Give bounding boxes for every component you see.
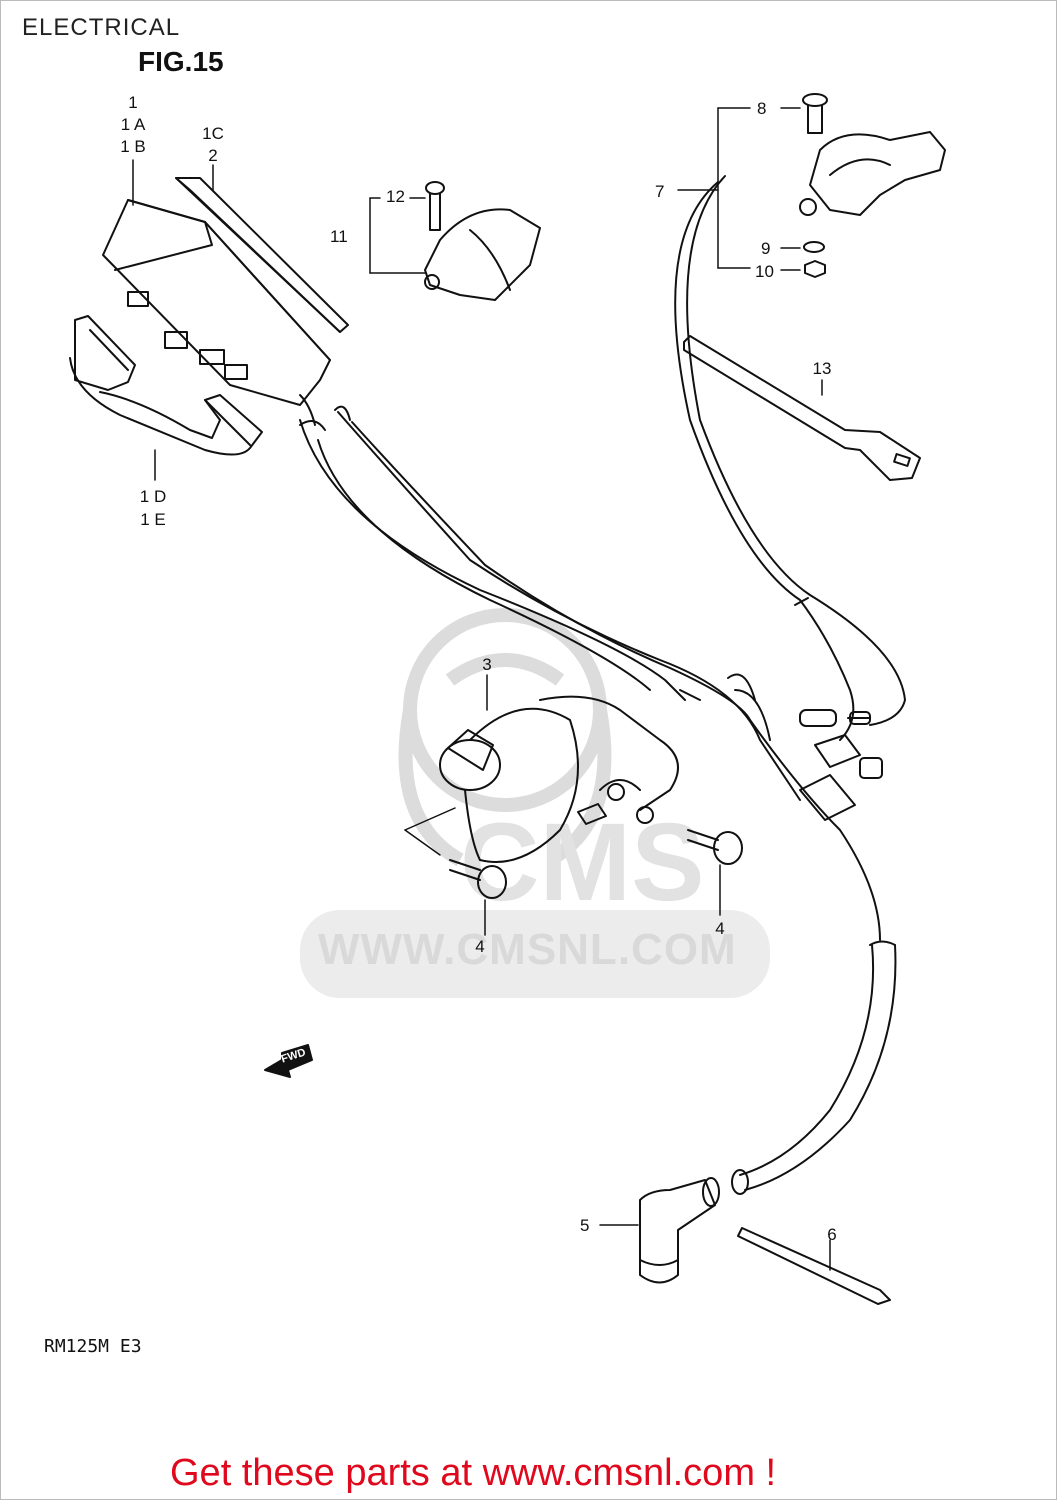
callout-2: 2	[208, 146, 218, 165]
callout-7: 7	[655, 182, 665, 201]
nut-10	[804, 260, 826, 278]
callout-5: 5	[580, 1216, 590, 1235]
callout-8: 8	[757, 99, 767, 118]
cdi-unit	[102, 199, 331, 426]
callout-1: 1	[128, 93, 138, 112]
connector-group	[799, 709, 883, 821]
screw-8	[802, 93, 828, 134]
callout-1d: 1 D	[139, 487, 167, 506]
ignition-coil	[439, 695, 679, 863]
model-code: RM125M E3	[44, 1336, 142, 1357]
callout-1a: 1 A	[120, 115, 146, 134]
callout-11: 11	[330, 227, 348, 246]
fwd-arrow	[264, 1044, 313, 1078]
switch-cable	[674, 175, 906, 741]
callout-13: 13	[812, 359, 832, 378]
callout-4-right: 4	[715, 919, 725, 938]
hv-lead	[731, 940, 897, 1195]
callout-1b: 1 B	[120, 137, 146, 156]
figure-label: FIG.15	[138, 46, 224, 77]
kill-switch	[424, 208, 541, 301]
callout-9: 9	[761, 239, 771, 258]
bolt-4-right	[687, 829, 743, 865]
callout-12: 12	[386, 187, 405, 206]
washer-9	[803, 241, 825, 253]
cms-watermark-logo: CMS	[300, 608, 770, 998]
callout-10: 10	[755, 262, 774, 281]
callout-4-left: 4	[475, 937, 485, 956]
watermark-url: WWW.CMSNL.COM	[318, 925, 737, 974]
mount-plate	[175, 177, 349, 333]
callout-6: 6	[827, 1225, 837, 1244]
callout-1c: 1C	[202, 124, 224, 143]
switch-clamp	[799, 131, 946, 216]
section-title: ELECTRICAL	[22, 14, 181, 41]
spark-plug-cap	[639, 1177, 720, 1284]
bolt-4-left	[449, 859, 507, 899]
leader-lines	[132, 107, 831, 1271]
cable-band	[683, 335, 921, 481]
callout-3: 3	[482, 655, 492, 674]
screw-12	[425, 181, 445, 231]
callout-1e: 1 E	[140, 510, 166, 529]
get-parts-link[interactable]: Get these parts at www.cmsnl.com !	[170, 1452, 777, 1494]
cable-tie-small	[737, 1227, 891, 1305]
rubber-cushion	[69, 315, 263, 456]
wiring-harness	[299, 405, 881, 941]
